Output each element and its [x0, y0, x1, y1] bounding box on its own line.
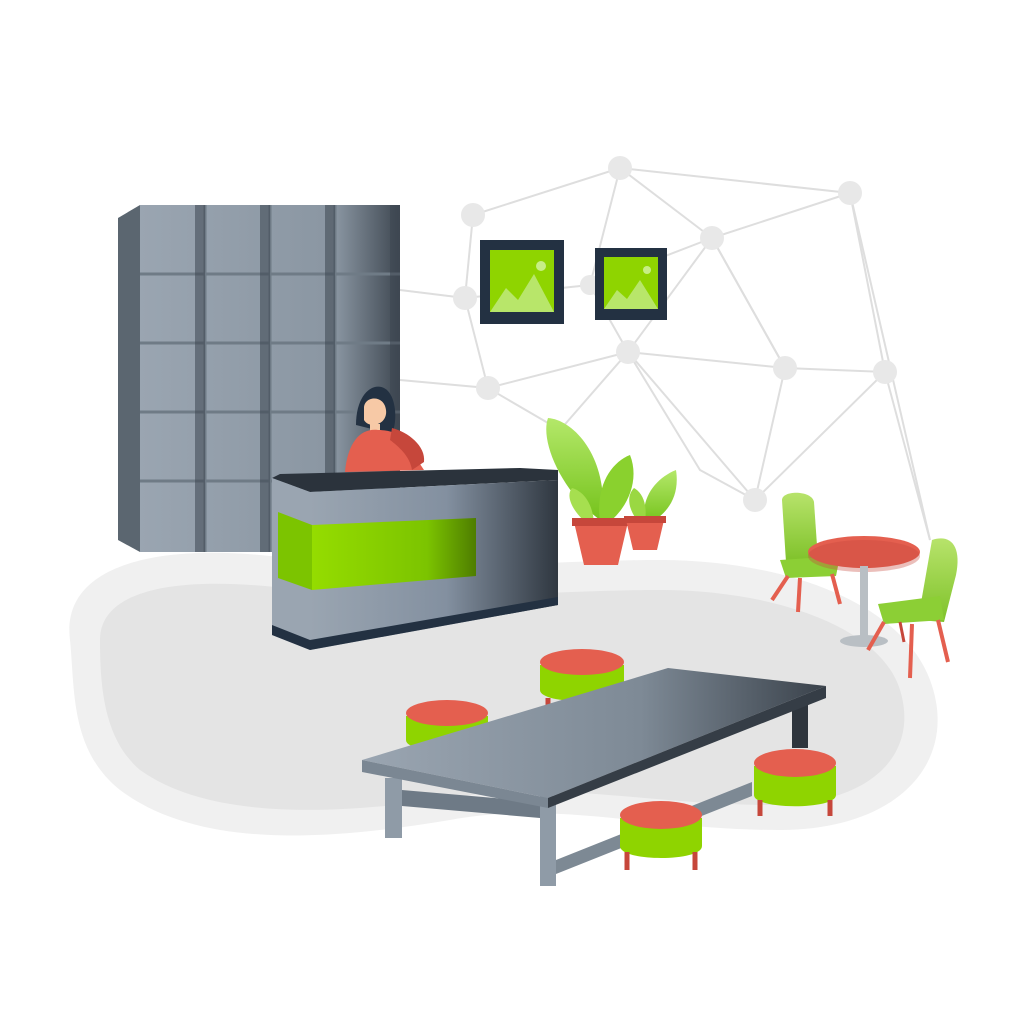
stool [620, 801, 702, 870]
stool [754, 749, 836, 816]
framed-picture [595, 248, 667, 320]
locker-cabinet [118, 205, 400, 552]
long-table [362, 668, 826, 886]
round-cafe-table [808, 536, 920, 647]
potted-plant [546, 418, 634, 565]
reception-desk [272, 468, 558, 650]
potted-plant [624, 470, 677, 550]
receptionist [345, 386, 425, 472]
cafe-chair [866, 538, 958, 679]
framed-picture [480, 240, 564, 324]
